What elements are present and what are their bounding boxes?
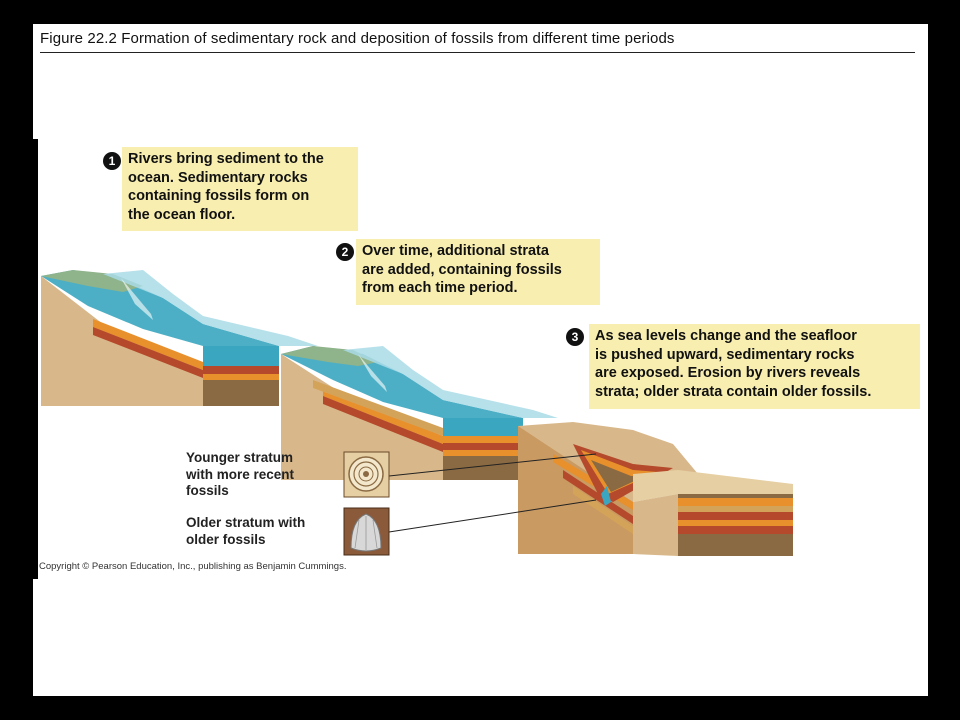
block-1-land-top xyxy=(41,270,143,292)
block-1-stratum-orange-2 xyxy=(203,374,279,380)
figure-title: Figure 22.2 Formation of sedimentary roc… xyxy=(40,30,675,47)
younger-label-line-3: fossils xyxy=(186,483,229,498)
block-3-right-tan xyxy=(678,506,793,512)
step-3-line-1: As sea levels change and the seafloor xyxy=(595,328,857,344)
step-3-line-3: are exposed. Erosion by rivers reveals xyxy=(595,365,861,381)
younger-fossil-leader xyxy=(388,453,597,477)
younger-stratum-label: Younger stratum with more recent fossils xyxy=(186,450,294,500)
block-2-stratum-orange-3 xyxy=(443,450,523,456)
block-3-right-red xyxy=(678,512,793,520)
block-3-uplift-erosion xyxy=(518,422,793,556)
older-stratum-label: Older stratum with older fossils xyxy=(186,515,305,548)
block-1-water-top xyxy=(41,270,279,346)
step-1-line-4: the ocean floor. xyxy=(128,206,236,223)
block-2-stratum-red-2 xyxy=(443,443,523,450)
block-1-water-front xyxy=(203,346,279,366)
block-1-river-plume xyxy=(121,278,153,320)
left-edge-bar xyxy=(33,139,38,579)
step-2-number-icon: 2 xyxy=(336,243,354,261)
younger-label-line-1: Younger stratum xyxy=(186,450,294,465)
block-3-river xyxy=(601,486,611,506)
step-1-line-1: Rivers bring sediment to the xyxy=(128,151,324,167)
step-1-line-2: ocean. Sedimentary rocks xyxy=(128,169,308,186)
block-3-stratum-red xyxy=(563,470,633,524)
block-2-stratum-tan xyxy=(313,380,443,436)
ammonite-shell-icon xyxy=(343,451,390,498)
step-2-line-3: from each time period. xyxy=(362,280,518,296)
block-1-stratum-orange xyxy=(93,319,203,370)
step-3-callout: As sea levels change and the seafloor is… xyxy=(589,324,920,409)
step-2-line-2: are added, containing fossils xyxy=(362,261,562,278)
step-2-line-1: Over time, additional strata xyxy=(362,243,549,259)
older-fossil-leader xyxy=(388,499,597,533)
step-1-line-3: containing fossils form on xyxy=(128,188,310,204)
block-1-stratum-red-2 xyxy=(203,366,279,374)
step-1-callout: Rivers bring sediment to the ocean. Sedi… xyxy=(122,147,358,231)
block-3-stratum-tan xyxy=(573,486,633,534)
step-2-callout: Over time, additional strata are added, … xyxy=(356,239,600,305)
block-2-strata-added xyxy=(281,346,558,480)
block-3-right-orange xyxy=(678,498,793,506)
older-label-line-2: older fossils xyxy=(186,531,266,547)
step-3-number-icon: 3 xyxy=(566,328,584,346)
copyright-notice: Copyright © Pearson Education, Inc., pub… xyxy=(39,561,347,572)
step-3-line-2: is pushed upward, sedimentary rocks xyxy=(595,346,855,363)
step-1-number-icon: 1 xyxy=(103,152,121,170)
slide-canvas: Figure 22.2 Formation of sedimentary roc… xyxy=(33,24,928,696)
block-2-water-front xyxy=(443,418,523,436)
younger-label-line-2: with more recent xyxy=(186,466,295,482)
block-3-canyon-floor xyxy=(591,460,645,492)
strata-formation-diagram xyxy=(41,270,793,556)
block-1-stratum-red xyxy=(93,327,203,378)
title-divider xyxy=(40,52,915,53)
block-3-right-orange-2 xyxy=(678,520,793,526)
block-1-shallow-water xyxy=(103,270,318,346)
block-2-river-plume xyxy=(358,354,387,392)
older-label-line-1: Older stratum with xyxy=(186,515,306,530)
brachiopod-shell-icon xyxy=(343,507,390,556)
block-2-water-top xyxy=(281,346,523,418)
block-3-right-red-2 xyxy=(678,526,793,534)
block-2-stratum-orange-2 xyxy=(443,436,523,443)
block-2-stratum-red xyxy=(323,396,443,452)
block-3-slope-face xyxy=(633,494,678,556)
step-3-line-4: strata; older strata contain older fossi… xyxy=(595,383,872,400)
block-1-river-to-ocean xyxy=(41,270,318,406)
block-2-shallow-water xyxy=(343,346,558,418)
